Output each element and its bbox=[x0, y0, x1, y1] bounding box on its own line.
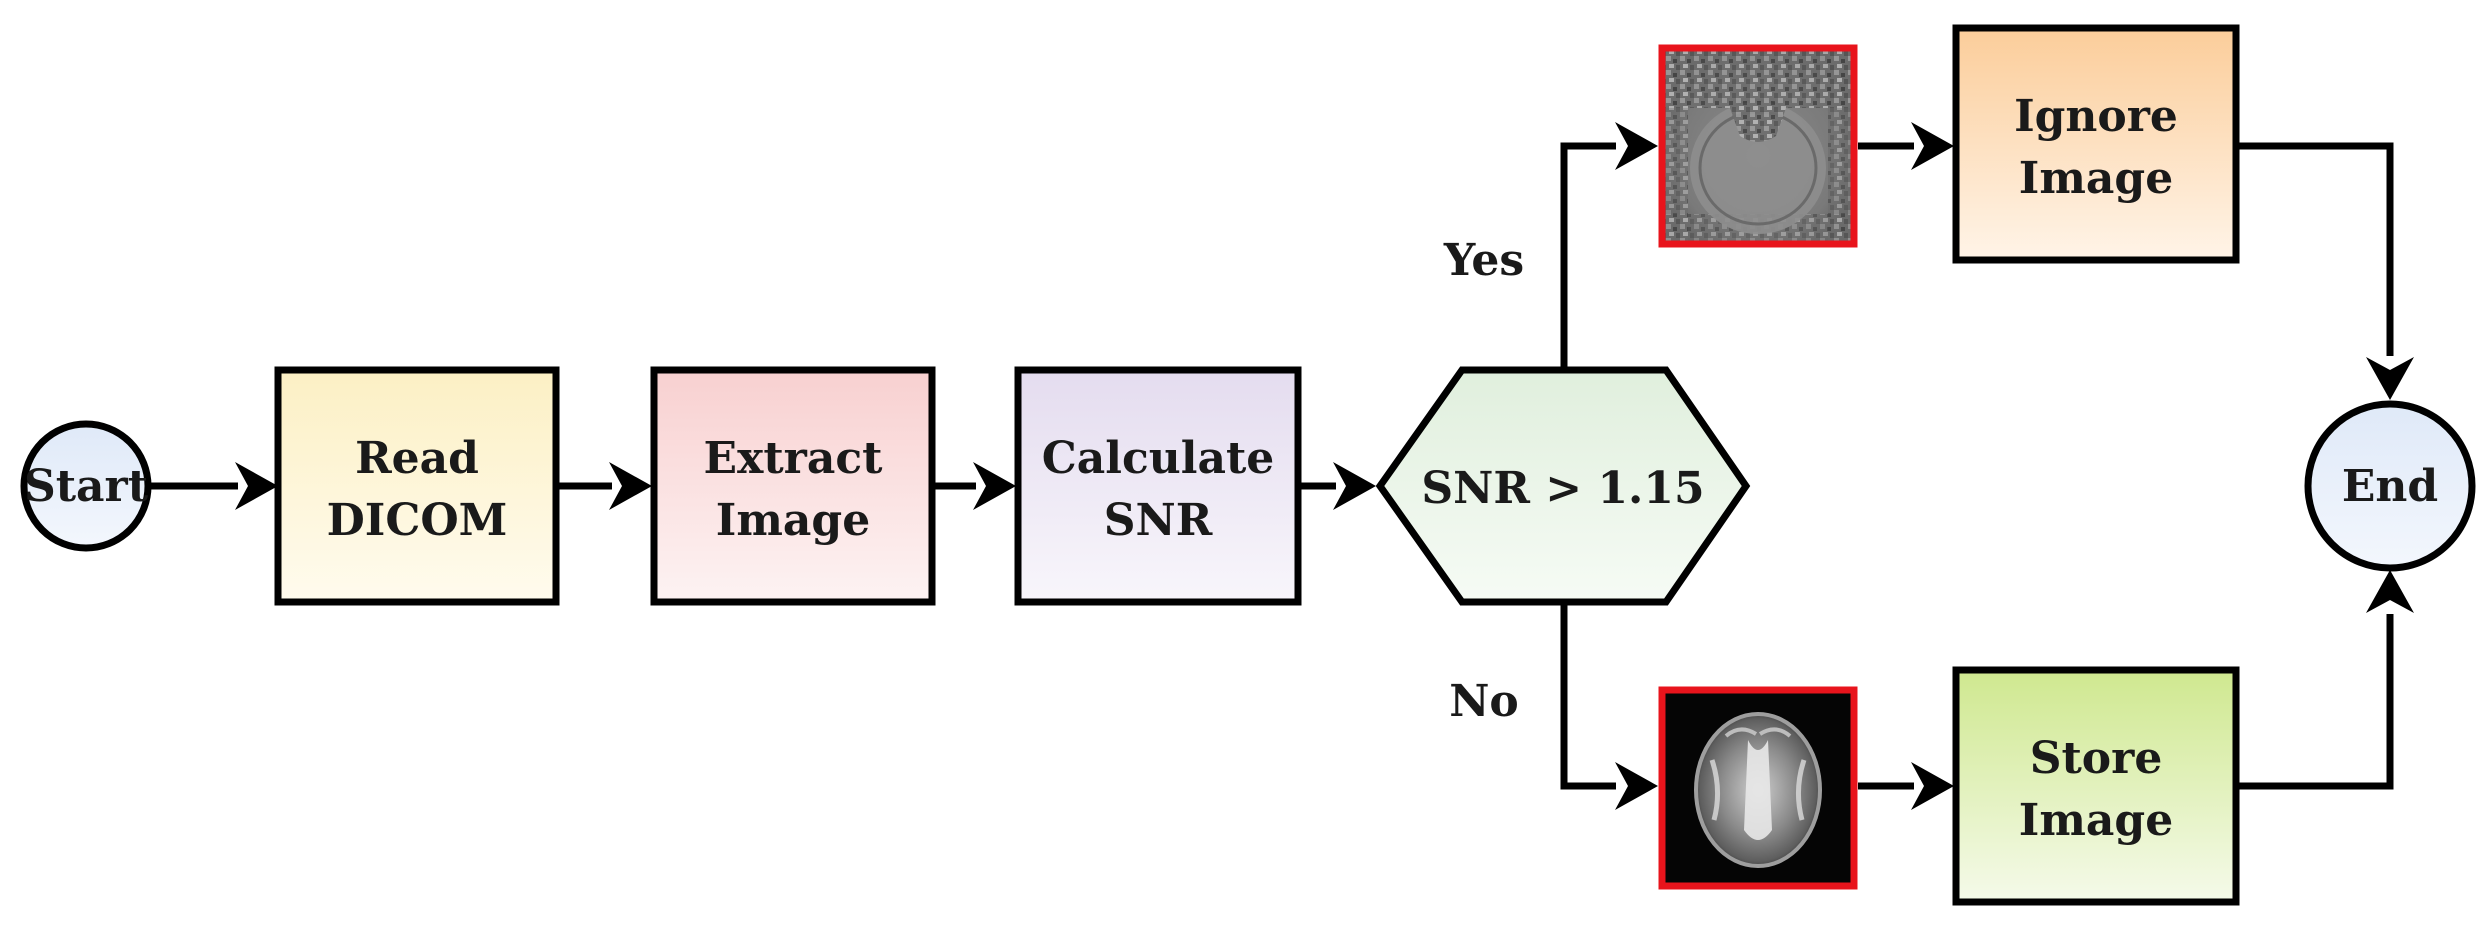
arrowhead-end-top bbox=[2366, 357, 2414, 400]
noisy-mri-thumbnail bbox=[1658, 44, 1858, 248]
ignore-label-line1: Ignore bbox=[2014, 91, 2178, 142]
edge-store-end bbox=[2236, 614, 2394, 790]
edge-ignore-end bbox=[2236, 142, 2394, 356]
arrowhead-store bbox=[1911, 762, 1954, 810]
snr-decision-node: SNR > 1.15 bbox=[1375, 366, 1751, 606]
calculate-snr-node: Calculate SNR bbox=[1014, 366, 1302, 606]
end-node: End bbox=[2304, 400, 2476, 572]
extract-label-line1: Extract bbox=[704, 433, 884, 484]
branch-no-label: No bbox=[1449, 676, 1519, 727]
end-label: End bbox=[2342, 461, 2438, 512]
extract-label-line2: Image bbox=[716, 495, 870, 546]
branch-yes-label: Yes bbox=[1443, 235, 1524, 286]
arrowhead-end-bottom bbox=[2366, 570, 2414, 613]
brain-mri-thumbnail bbox=[1658, 686, 1858, 890]
extract-image-node: Extract Image bbox=[650, 366, 936, 606]
calc-label-line1: Calculate bbox=[1042, 433, 1275, 484]
ignore-label-line2: Image bbox=[2019, 153, 2173, 204]
arrowhead-extract bbox=[609, 462, 652, 510]
read-label-line1: Read bbox=[355, 433, 479, 484]
arrowhead-ignore bbox=[1911, 122, 1954, 170]
arrowhead-decision bbox=[1333, 462, 1376, 510]
edge-decision-no bbox=[1560, 602, 1616, 790]
arrowhead-clean bbox=[1615, 762, 1658, 810]
start-node: Start bbox=[20, 420, 152, 552]
store-label-line1: Store bbox=[2030, 733, 2163, 784]
arrowhead-read bbox=[235, 462, 278, 510]
calc-label-line2: SNR bbox=[1104, 495, 1213, 546]
arrowhead-calc bbox=[973, 462, 1016, 510]
read-dicom-node: Read DICOM bbox=[274, 366, 560, 606]
start-label: Start bbox=[24, 461, 149, 512]
store-label-line2: Image bbox=[2019, 795, 2173, 846]
edges bbox=[120, 122, 2414, 810]
arrowhead-noisy bbox=[1615, 122, 1658, 170]
decision-label: SNR > 1.15 bbox=[1421, 463, 1704, 514]
read-label-line2: DICOM bbox=[327, 495, 508, 546]
store-image-node: Store Image bbox=[1952, 666, 2240, 906]
ignore-image-node: Ignore Image bbox=[1952, 24, 2240, 264]
edge-decision-yes bbox=[1560, 142, 1616, 370]
